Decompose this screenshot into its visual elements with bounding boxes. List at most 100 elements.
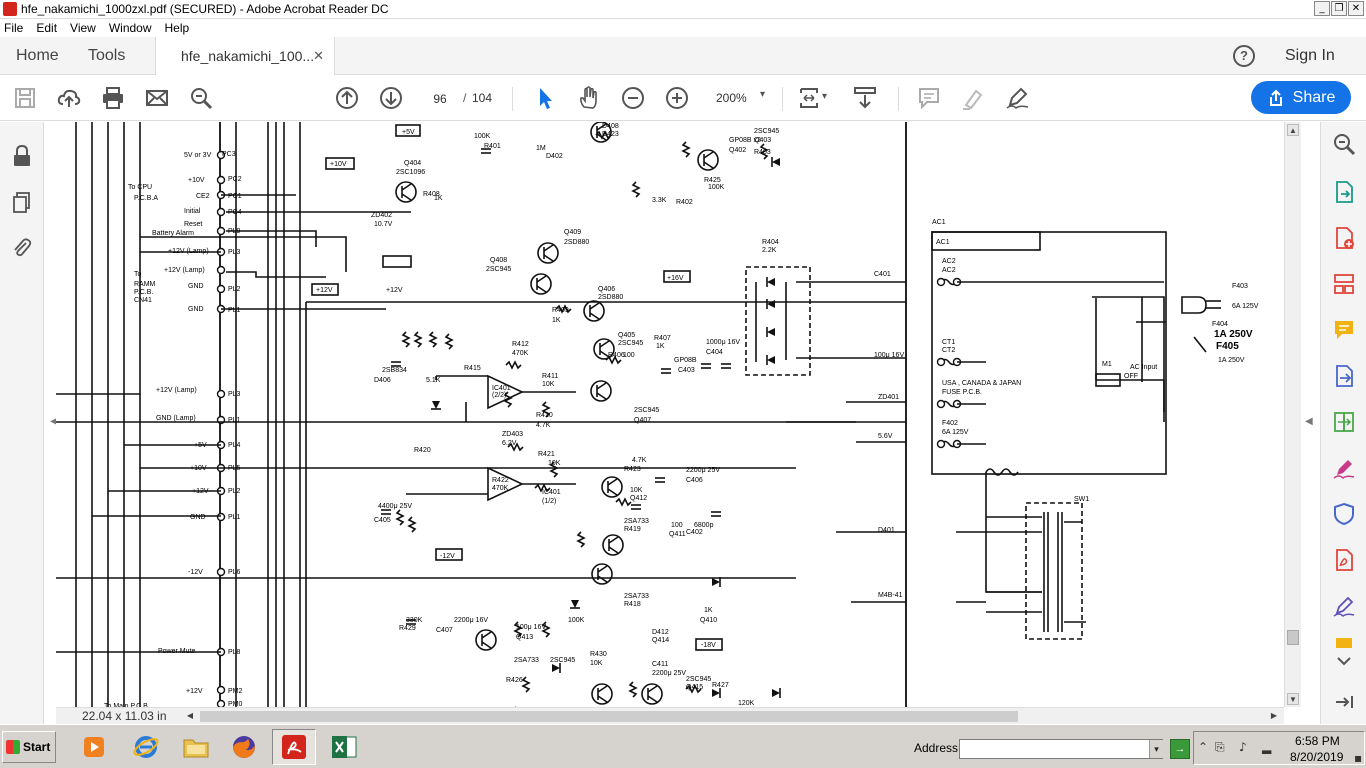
cloud-upload-icon[interactable] xyxy=(56,85,82,111)
schematic-label: D408 xyxy=(602,123,619,130)
zoom-out-icon[interactable] xyxy=(620,85,646,111)
volume-icon[interactable]: ♪ xyxy=(1239,740,1247,754)
scroll-down-arrow[interactable]: ▼ xyxy=(1287,693,1299,705)
schematic-label: +5V xyxy=(194,442,207,449)
lock-icon[interactable] xyxy=(10,144,34,168)
schematic-wire xyxy=(140,236,347,272)
menu-file[interactable]: File xyxy=(4,21,24,35)
scroll-left-arrow[interactable]: ◀ xyxy=(186,711,194,720)
print-icon[interactable] xyxy=(100,85,126,111)
address-dropdown-icon[interactable]: ▾ xyxy=(1149,740,1163,758)
email-icon[interactable] xyxy=(144,85,170,111)
acrobat-taskbar-icon[interactable] xyxy=(272,729,316,765)
fit-page-dropdown-icon[interactable]: ▾ xyxy=(822,91,828,102)
schematic-wire xyxy=(597,565,608,573)
vertical-scroll-thumb[interactable] xyxy=(1287,630,1299,645)
tray-expand-icon[interactable]: ⌃ xyxy=(1198,740,1209,754)
schematic-label: 2.2K xyxy=(762,247,777,254)
find-icon[interactable] xyxy=(188,85,214,111)
schematic-label: Power Switch xyxy=(56,122,99,124)
hand-tool-icon[interactable] xyxy=(576,85,602,111)
comment-icon[interactable] xyxy=(916,85,942,111)
tab-home[interactable]: Home xyxy=(16,47,59,64)
share-button[interactable]: Share xyxy=(1251,81,1351,114)
firefox-icon[interactable] xyxy=(222,729,266,765)
schematic-label: R410 xyxy=(536,412,553,419)
signal-icon[interactable]: ▂ xyxy=(1262,740,1272,754)
excel-icon[interactable] xyxy=(322,729,366,765)
create-pdf-icon[interactable] xyxy=(1332,226,1356,250)
compare-files-icon[interactable] xyxy=(1332,410,1356,434)
highlight-icon[interactable] xyxy=(960,85,986,111)
menu-edit[interactable]: Edit xyxy=(36,21,58,35)
sign-pen-icon[interactable] xyxy=(1004,85,1030,111)
connector-pin xyxy=(216,284,226,294)
tab-tools[interactable]: Tools xyxy=(88,47,126,64)
save-icon[interactable] xyxy=(12,85,38,111)
menu-help[interactable]: Help xyxy=(164,21,190,35)
next-page-icon[interactable] xyxy=(378,85,404,111)
close-tab-icon[interactable]: ✕ xyxy=(313,48,324,63)
schematic-label: +12V (Lamp) xyxy=(156,387,197,394)
sign-in-link[interactable]: Sign In xyxy=(1285,47,1335,64)
organize-pages-icon[interactable] xyxy=(1332,272,1356,296)
horizontal-scrollbar[interactable]: ◀ ▶ xyxy=(180,707,1284,724)
resistor-symbol xyxy=(507,442,524,452)
search-tools-icon[interactable] xyxy=(1332,132,1356,156)
schematic-label: 2SC945 xyxy=(634,407,659,414)
schematic-label: C401 xyxy=(874,271,891,278)
pages-thumbnails-icon[interactable] xyxy=(10,190,34,214)
diode-symbol xyxy=(432,401,440,409)
horizontal-scroll-thumb[interactable] xyxy=(200,711,1018,722)
previous-page-icon[interactable] xyxy=(334,85,360,111)
zoom-dropdown-icon[interactable]: ▾ xyxy=(760,89,766,100)
fit-page-icon[interactable] xyxy=(796,85,822,111)
menu-window[interactable]: Window xyxy=(108,21,152,35)
send-for-review-icon[interactable] xyxy=(1332,364,1356,388)
menu-view[interactable]: View xyxy=(70,21,96,35)
schematic-label: RAMM xyxy=(134,281,156,288)
help-icon[interactable]: ? xyxy=(1233,45,1255,67)
collapse-panel-icon[interactable] xyxy=(1332,690,1356,714)
schematic-wire xyxy=(543,254,554,262)
export-pdf-icon[interactable] xyxy=(1332,180,1356,204)
file-explorer-icon[interactable] xyxy=(174,729,218,765)
notification-icon[interactable]: ▪ xyxy=(1354,751,1363,765)
zoom-level[interactable]: 200% xyxy=(716,91,747,105)
network-icon[interactable]: ⎘ xyxy=(1215,740,1225,754)
schematic-label: PL6 xyxy=(228,569,241,576)
zoom-in-icon[interactable] xyxy=(664,85,690,111)
comment-tool-icon[interactable] xyxy=(1332,318,1356,342)
internet-explorer-icon[interactable] xyxy=(124,729,168,765)
close-window-button[interactable]: ✕ xyxy=(1348,1,1364,16)
start-button[interactable]: Start xyxy=(2,731,56,763)
minimize-button[interactable]: _ xyxy=(1314,1,1330,16)
diode-symbol xyxy=(767,278,775,286)
page-number-input[interactable]: 96 xyxy=(424,87,456,109)
schematic-label: R411 xyxy=(542,373,558,380)
send-sign-icon[interactable] xyxy=(1332,594,1356,618)
restore-button[interactable]: ❐ xyxy=(1331,1,1347,16)
address-go-button[interactable]: → xyxy=(1170,739,1190,759)
fill-sign-icon[interactable] xyxy=(1332,456,1356,480)
select-cursor-icon[interactable] xyxy=(532,85,558,111)
scroll-mode-icon[interactable] xyxy=(852,85,878,111)
address-input[interactable] xyxy=(959,739,1163,759)
vertical-scrollbar[interactable]: ▲ ▼ xyxy=(1284,122,1301,707)
more-tools-icon[interactable] xyxy=(1332,636,1356,650)
schematic-wire xyxy=(401,183,412,191)
tab-document[interactable]: hfe_nakamichi_100... ✕ xyxy=(155,37,335,75)
chevron-down-icon[interactable] xyxy=(1332,654,1356,668)
protect-shield-icon[interactable] xyxy=(1332,502,1356,526)
collapse-right-panel-icon[interactable]: ◀ xyxy=(1305,416,1313,427)
schematic-label: To CPU xyxy=(128,184,152,191)
attachment-icon[interactable] xyxy=(10,236,34,260)
expand-left-panel-icon[interactable]: ◀ xyxy=(50,416,58,427)
scroll-right-arrow[interactable]: ▶ xyxy=(1270,711,1278,720)
pdf-file-icon[interactable] xyxy=(1332,548,1356,572)
schematic-label: 5V or 3V xyxy=(184,152,212,159)
diode-symbol xyxy=(712,578,720,586)
scroll-up-arrow[interactable]: ▲ xyxy=(1287,124,1299,136)
media-player-icon[interactable] xyxy=(72,729,116,765)
